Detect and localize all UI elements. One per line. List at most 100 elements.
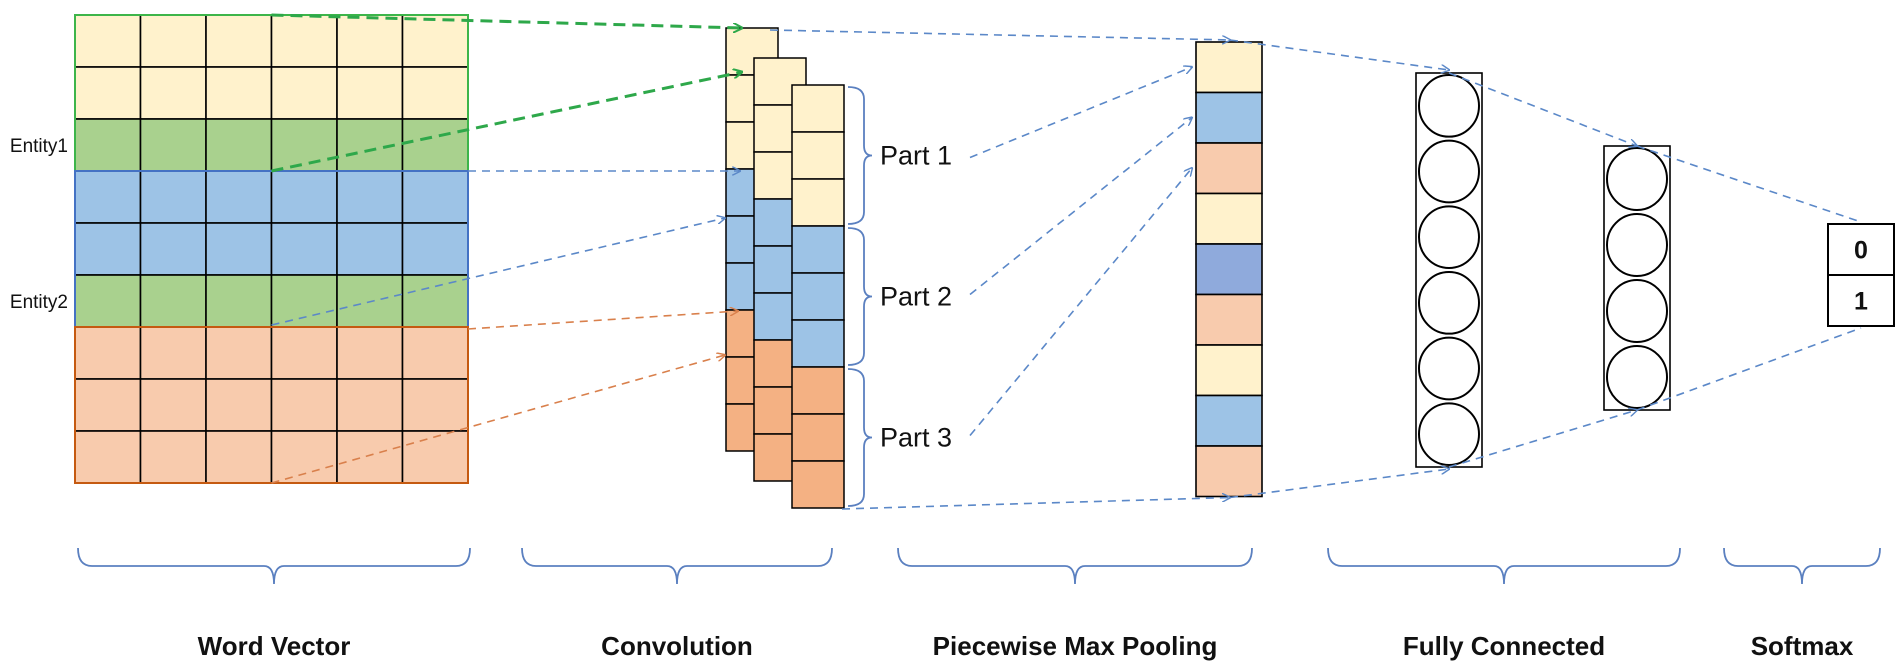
word-vector-cell [270,170,338,224]
word-vector-cell [270,430,338,484]
arrow-orange [271,355,726,484]
feature-map-cell [791,131,845,180]
word-vector-cell [139,378,207,432]
word-vector-cell [336,326,404,380]
word-vector-cell [74,222,142,276]
pooling-cell [1195,344,1263,397]
arrow-part-to-pool [969,67,1192,159]
stage-label: Piecewise Max Pooling [933,631,1218,661]
part-brace [847,368,873,507]
word-vector-cell [270,378,338,432]
word-vector-cell [139,170,207,224]
arrow-blue [271,218,726,326]
word-vector-cell [139,326,207,380]
stage-brace [521,547,833,585]
part-label: Part 2 [880,282,952,312]
fc-layer-2 [1603,145,1671,411]
word-vector-cell [205,378,273,432]
word-vector-cell [205,274,273,328]
fully-connected-layers [1415,72,1671,468]
feature-map-cell [791,366,845,415]
word-vector-cell [74,66,142,120]
neuron [1606,345,1668,409]
arrow-green [271,13,743,28]
arrow-part-to-pool [969,168,1192,437]
part-label: Part 1 [880,141,952,171]
arrow-green [271,72,743,173]
word-vector-cell [401,118,469,172]
word-vector-cell [336,14,404,68]
pooling-cell [1195,91,1263,144]
entity-label: Entity2 [10,292,68,313]
word-vector-cell [139,222,207,276]
word-vector-cell [336,66,404,120]
word-vector-cell [336,222,404,276]
word-vector-cell [139,274,207,328]
neuron [1418,271,1480,335]
stage-brace [77,547,471,585]
word-vector-cell [401,14,469,68]
neuron [1606,213,1668,277]
arrow-pool-to-fc [1229,39,1449,70]
stage-brace [1327,547,1681,585]
part-braces: Part 1 Part 2 Part 3 [847,86,952,507]
arrow-pool-to-fc [1229,469,1449,499]
word-vector-cell [401,222,469,276]
connection-arrows [271,13,1862,510]
stage-label: Convolution [601,631,753,661]
word-vector-cell [205,430,273,484]
word-vector-cell [270,66,338,120]
word-vector-cell [205,326,273,380]
word-vector-cell [401,378,469,432]
stage-label: Fully Connected [1403,631,1605,661]
neuron [1606,279,1668,343]
arrow-map-to-pool [769,29,1230,40]
word-vector-cell [139,118,207,172]
word-vector-cell [401,66,469,120]
pooling-cell [1195,192,1263,245]
word-vector-cell [205,14,273,68]
part-brace [847,86,873,225]
feature-map-cell [791,413,845,462]
word-vector-cell [401,430,469,484]
arrow-part-to-pool [969,118,1192,296]
word-vector-cell [336,430,404,484]
neuron [1418,74,1480,138]
word-vector-cell [74,430,142,484]
stage-label: Word Vector [198,631,351,661]
neuron [1418,402,1480,466]
arrow-fc-to-fc [1448,72,1637,146]
neuron [1418,139,1480,204]
entity-label: Entity1 [10,136,68,157]
word-vector-cell [205,222,273,276]
neuron [1418,336,1480,401]
convolution-feature-maps [725,27,845,509]
part-label: Part 3 [880,423,952,453]
softmax-output-label: 0 [1854,237,1868,265]
word-vector-matrix [74,14,469,484]
feature-map-cell [791,460,845,509]
feature-map-3 [791,84,845,509]
stage-brace [897,547,1253,585]
part-brace [847,227,873,366]
word-vector-cell [139,14,207,68]
arrow-orange [467,311,738,330]
word-vector-cell [74,378,142,432]
word-vector-cell [401,326,469,380]
feature-map-cell [791,272,845,321]
word-vector-cell [401,170,469,224]
softmax-output: 01 [1827,223,1895,327]
word-vector-cell [336,378,404,432]
word-vector-cell [74,326,142,380]
arrow-fc-to-fc [1448,410,1637,468]
word-vector-cell [270,326,338,380]
word-vector-cell [74,14,142,68]
feature-map-cell [791,84,845,133]
feature-map-cell [791,178,845,227]
pooling-cell [1195,394,1263,447]
softmax-output-label: 1 [1854,288,1868,316]
pooling-vector [1195,41,1263,498]
word-vector-cell [74,118,142,172]
